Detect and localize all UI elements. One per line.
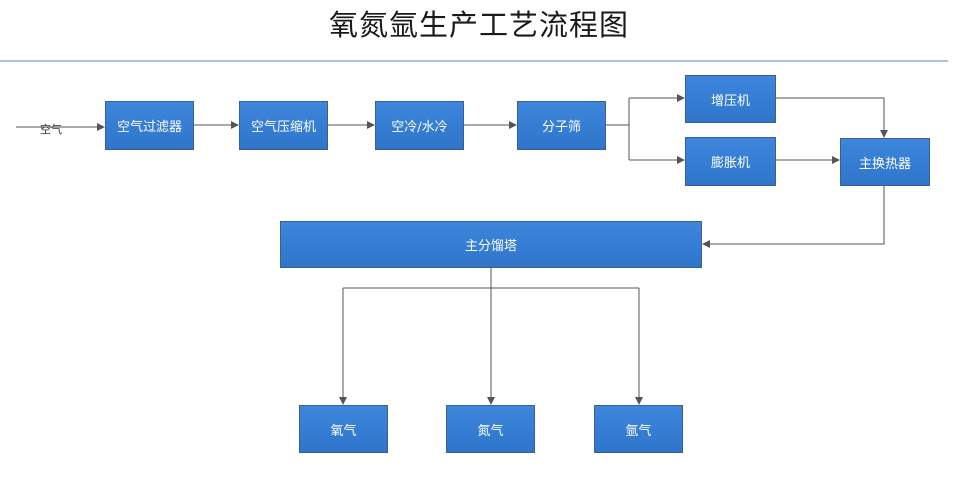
- title-divider: [0, 60, 948, 62]
- arrow-exchanger-to-column: [702, 186, 885, 248]
- arrow-booster-to-exchanger: [776, 97, 888, 138]
- expander-node: 膨胀机: [685, 137, 776, 186]
- molecular-sieve-node: 分子筛: [517, 101, 606, 150]
- argon-node: 氩气: [594, 405, 683, 453]
- air-compressor-node: 空气压缩机: [239, 101, 328, 150]
- heat-exchanger-node: 主换热器: [840, 138, 930, 186]
- oxygen-node: 氧气: [299, 405, 388, 453]
- input-air-label: 空气: [40, 123, 62, 136]
- booster-node: 增压机: [685, 75, 776, 123]
- nitrogen-node: 氮气: [446, 405, 535, 453]
- main-column-node: 主分馏塔: [280, 221, 702, 268]
- air-filter-node: 空气过滤器: [105, 101, 194, 150]
- diagram-title: 氧氮氩生产工艺流程图: [328, 8, 629, 42]
- cooling-node: 空冷/水冷: [375, 101, 464, 150]
